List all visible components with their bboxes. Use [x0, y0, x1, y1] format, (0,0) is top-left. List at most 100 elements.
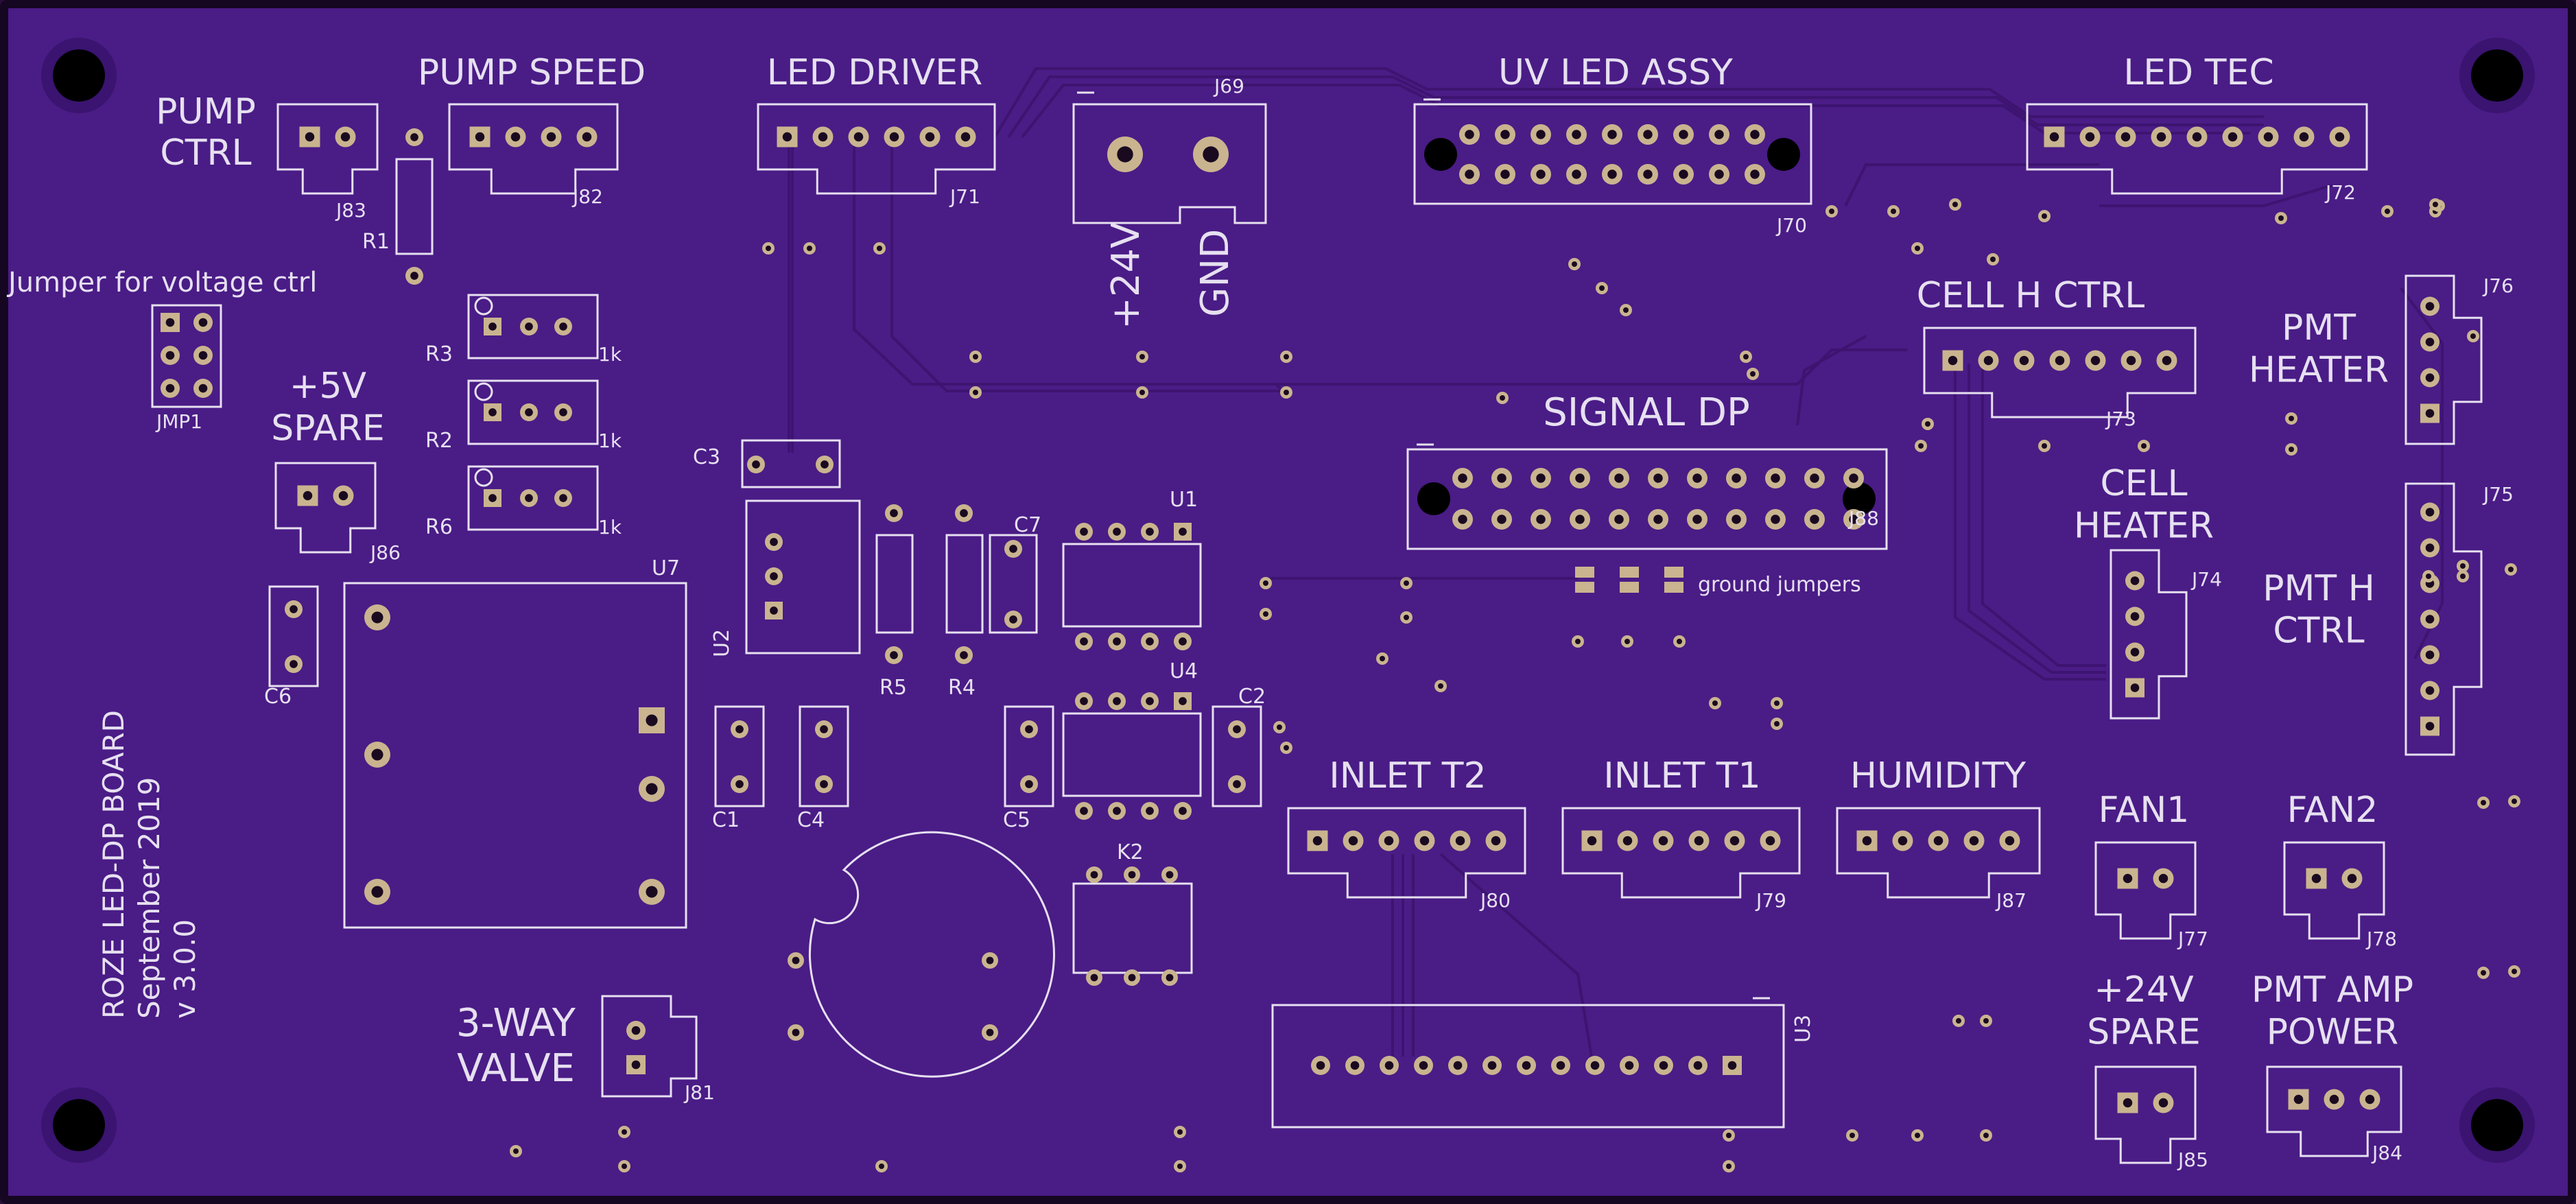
j83-outline [276, 103, 379, 195]
r2-pin-2-drill [525, 408, 533, 416]
u1-body [1062, 543, 1202, 628]
board-info-line1: ROZE LED-DP BOARD [97, 710, 130, 1019]
u3-pin-3-drill [1384, 1061, 1394, 1070]
trace-h [1954, 364, 2106, 681]
j77-pin-2-drill [2158, 873, 2169, 884]
j71-pin-2-drill [818, 132, 828, 142]
mount-hole-0 [53, 49, 105, 102]
led-driver-title: LED DRIVER [767, 52, 982, 93]
pads [161, 124, 2439, 1113]
j73-outline [1923, 327, 2197, 418]
r4-pin-1-drill [960, 509, 968, 517]
power-24v-label: +24V [1104, 222, 1148, 330]
power-gnd-label: GND [1193, 229, 1238, 317]
pump-speed-title: PUMP SPEED [418, 52, 646, 93]
j70-mount-left [1424, 138, 1457, 171]
u3-body [1271, 1004, 1785, 1129]
inlet-t2-ref: J80 [1479, 889, 1511, 912]
via-drill-11 [1624, 639, 1630, 644]
fan2-title: FAN2 [2287, 790, 2378, 831]
c4-body [799, 705, 849, 807]
via-drill-18 [1438, 683, 1443, 689]
j72-pin-8-drill [2299, 132, 2309, 142]
u4-bot-0-drill [1080, 807, 1088, 815]
r3-adjust [474, 296, 493, 316]
j86-outline [274, 462, 377, 554]
via-drill-49 [1956, 1018, 1961, 1024]
j72-outline [2026, 103, 2368, 195]
u4-bot-1-drill [1113, 807, 1121, 815]
j80-pin-6-drill [1491, 836, 1501, 846]
j84-pin-3-drill [2365, 1094, 2375, 1105]
via-drill-23 [1750, 371, 1756, 377]
u1-ref: U1 [1170, 488, 1198, 512]
via-drill-32 [1990, 257, 1996, 262]
j70-top-2-drill [1500, 130, 1510, 139]
u1-bot-2-drill [1146, 637, 1154, 646]
j81-pin-1-drill [631, 1026, 641, 1035]
gnd-jumper-top-0 [1575, 567, 1594, 578]
c3-pin-1-drill [752, 460, 760, 469]
u7-pin-5-drill [646, 783, 658, 795]
via-drill-6 [1139, 390, 1145, 395]
via-drill-9 [1500, 395, 1505, 401]
u3-pin-8-drill [1556, 1061, 1565, 1070]
j84-pin-1-drill [2293, 1094, 2304, 1105]
via-drill-26 [1623, 307, 1629, 313]
c3-ref: C3 [693, 445, 720, 469]
r3-pin-1-drill [488, 322, 497, 331]
j88-bot-5-drill [1614, 515, 1624, 524]
c1-pin-2-drill [735, 780, 744, 788]
inlet-t1-ref: J79 [1755, 889, 1786, 912]
j73-pin-2-drill [1983, 355, 1994, 366]
r2-pin-1-drill [488, 408, 497, 416]
j81-pin-2-drill [631, 1060, 641, 1070]
j73-pin-1-drill [1948, 355, 1958, 366]
r6-ref: R6 [425, 515, 453, 539]
j72-pin-4-drill [2156, 132, 2166, 142]
j87-pin-5-drill [2005, 836, 2015, 846]
c1-pin-1-drill [735, 725, 744, 733]
c6-ref: C6 [264, 685, 292, 709]
r5-body [875, 534, 914, 634]
j88-top-4-drill [1575, 473, 1585, 483]
uv-led-assy-ref: J70 [1775, 214, 1807, 237]
j71-outline [757, 103, 996, 195]
j88-mount-left [1417, 482, 1450, 515]
j86-pin-1-drill [303, 491, 313, 501]
j80-pin-4-drill [1419, 836, 1430, 846]
c4-pin-1-drill [820, 725, 828, 733]
u2-ref: U2 [710, 629, 734, 657]
via-drill-27 [1829, 209, 1834, 214]
via-drill-56 [1177, 1129, 1183, 1135]
j70-bot-8-drill [1714, 169, 1724, 179]
u4-body [1062, 712, 1202, 797]
trace-q [2099, 184, 2333, 207]
j74-pin-4-drill [2130, 683, 2140, 692]
c3-body [741, 439, 841, 488]
j70-top-3-drill [1536, 130, 1546, 139]
j78-outline [2283, 841, 2385, 940]
u7-pin-4-drill [646, 714, 658, 727]
j75-pin-7-drill [2425, 722, 2435, 731]
j69-pin-2-drill [1203, 146, 1219, 163]
j78-pin-2-drill [2347, 873, 2357, 884]
signal-dp-ref: J88 [1847, 507, 1879, 530]
buzzer-pin-2-drill [986, 956, 994, 965]
k2-ref: K2 [1117, 840, 1144, 864]
u4-top-0-drill [1080, 697, 1088, 705]
jmp1-pin-0-1-drill [198, 318, 208, 327]
j69-outline [1072, 103, 1267, 224]
j69-pin-1-drill [1117, 146, 1133, 163]
via-drill-2 [877, 246, 882, 251]
u3-pin-11-drill [1659, 1061, 1668, 1070]
u3-pin-4-drill [1419, 1061, 1428, 1070]
k2-bot-1-drill [1128, 973, 1136, 982]
c1-ref: C1 [712, 808, 740, 832]
j88-top-5-drill [1614, 473, 1624, 483]
j74-outline [2110, 549, 2188, 720]
